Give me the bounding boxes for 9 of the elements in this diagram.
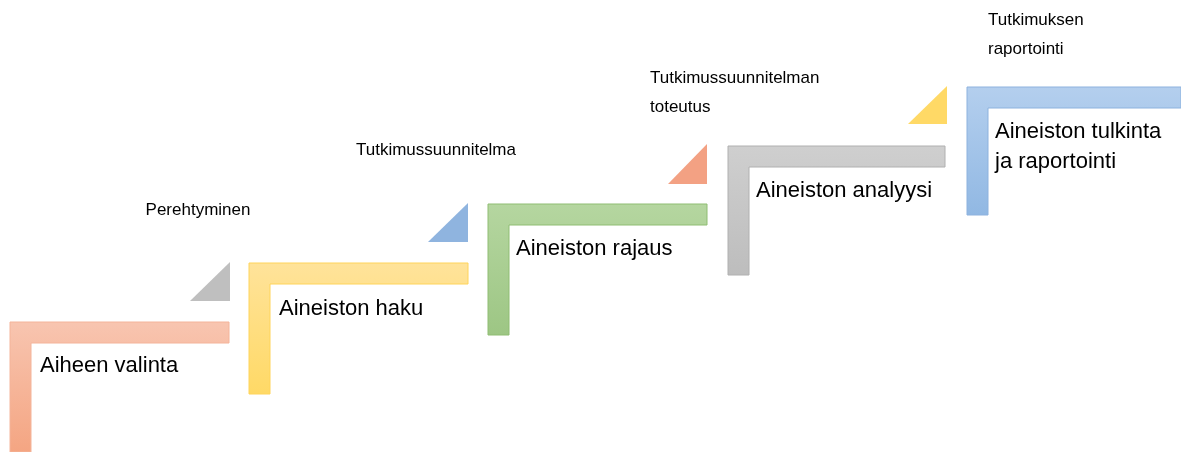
step-label: Aineiston rajaus [516,234,674,262]
step-label: Aiheen valinta [40,351,180,379]
step-label: Aineiston haku [279,294,425,322]
step-label: Aineiston tulkinta ja raportointi [995,117,1163,175]
stage-label: Tutkimussuunnitelman toteutus [650,67,821,118]
stage-label: Perehtyminen [144,199,252,221]
stage-label: Tutkimuksen raportointi [988,9,1085,60]
stage-label: Tutkimussuunnitelma [356,139,517,161]
step-label: Aineiston analyysi [756,176,934,204]
